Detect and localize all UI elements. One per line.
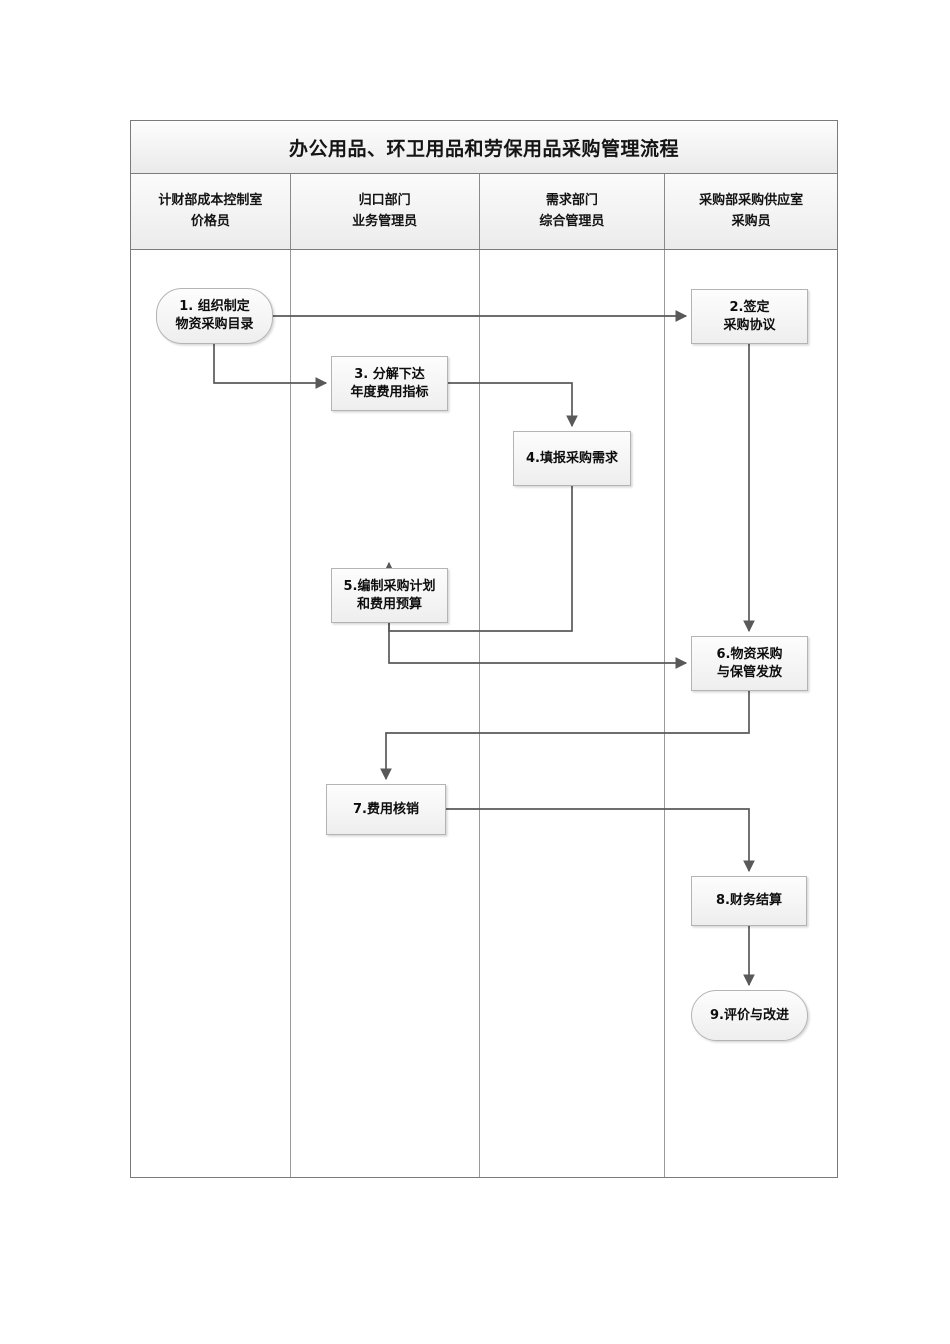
flow-node-3-allocate-budget-targets[interactable]: 3. 分解下达 年度费用指标 [331, 356, 448, 411]
flow-node-label-line2: 与保管发放 [716, 664, 782, 680]
flow-node-label-line2: 年度费用指标 [350, 384, 429, 400]
flow-node-label-line1: 1. 组织制定 [179, 299, 250, 315]
flow-node-label-line1: 4.填报采购需求 [526, 450, 618, 466]
diagram-title: 办公用品、环卫用品和劳保用品采购管理流程 [288, 137, 679, 160]
diagram-title-band: 办公用品、环卫用品和劳保用品采购管理流程 [131, 121, 837, 174]
flow-node-5-prepare-plan-and-budget[interactable]: 5.编制采购计划 和费用预算 [331, 568, 448, 623]
lane-header-line1: 计财部成本控制室 [158, 193, 263, 209]
lane-header-purchasing-dept: 采购部采购供应室 采购员 [665, 174, 837, 249]
lane-column-cost-control [131, 250, 291, 1177]
lane-header-responsible-dept: 归口部门 业务管理员 [291, 174, 480, 249]
flow-node-label-line1: 7.费用核销 [353, 801, 419, 817]
flow-node-7-expense-reimbursement[interactable]: 7.费用核销 [326, 784, 446, 835]
lane-header-demand-dept: 需求部门 综合管理员 [480, 174, 666, 249]
flow-node-label-line1: 3. 分解下达 [354, 366, 425, 382]
lane-header-line2: 业务管理员 [352, 213, 418, 229]
flow-node-label-line1: 5.编制采购计划 [343, 578, 436, 594]
lane-header-line2: 采购员 [731, 213, 771, 229]
flow-node-label-line2: 物资采购目录 [175, 317, 254, 332]
lane-header-line1: 需求部门 [545, 193, 598, 209]
lane-header-line1: 归口部门 [358, 193, 411, 209]
flow-node-2-sign-agreement[interactable]: 2.签定 采购协议 [691, 289, 808, 344]
flow-node-label-line1: 2.签定 [729, 299, 770, 315]
flow-node-6-procure-and-store[interactable]: 6.物资采购 与保管发放 [691, 636, 808, 691]
flow-node-label-line2: 采购协议 [723, 317, 776, 333]
lane-header-line2: 综合管理员 [539, 213, 605, 229]
flow-node-label-line1: 8.财务结算 [716, 893, 782, 909]
flow-node-label-line2: 和费用预算 [356, 596, 422, 612]
flow-node-label-line1: 6.物资采购 [716, 646, 783, 662]
flow-node-9-evaluate-and-improve[interactable]: 9.评价与改进 [691, 990, 808, 1041]
flow-node-4-submit-requirements[interactable]: 4.填报采购需求 [513, 431, 631, 486]
flow-node-label-line1: 9.评价与改进 [710, 1007, 789, 1023]
lane-header-line2: 价格员 [190, 213, 230, 229]
lane-header-row: 计财部成本控制室 价格员 归口部门 业务管理员 需求部门 综合管理员 采购部采购… [131, 174, 837, 250]
flow-node-1-organize-catalog[interactable]: 1. 组织制定 物资采购目录 [156, 288, 273, 344]
lane-header-cost-control: 计财部成本控制室 价格员 [131, 174, 291, 249]
lane-header-line1: 采购部采购供应室 [699, 193, 804, 209]
flow-node-8-financial-settlement[interactable]: 8.财务结算 [691, 876, 807, 926]
lane-column-demand-dept [480, 250, 666, 1177]
